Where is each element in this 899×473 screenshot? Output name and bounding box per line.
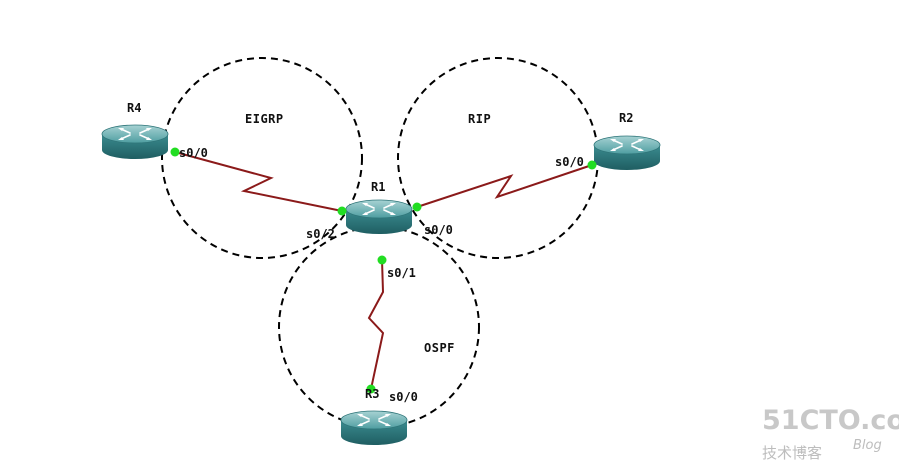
r3-s00-interface-dot[interactable] (366, 384, 376, 394)
router-r1-icon[interactable] (345, 199, 413, 235)
router-r2-icon[interactable] (593, 135, 661, 171)
r1-s01-interface-dot[interactable] (377, 255, 387, 265)
link-r1-r3[interactable] (367, 259, 385, 390)
r1-s01-label: s0/1 (387, 266, 416, 280)
eigrp-area-boundary (161, 57, 363, 259)
router-r2-label: R2 (619, 111, 633, 125)
r1-s02-label: s0/2 (306, 227, 335, 241)
link-r1-r2[interactable] (416, 164, 593, 208)
watermark-blog: Blog (853, 438, 882, 453)
eigrp-area-label: EIGRP (245, 112, 284, 126)
router-r3-label: R3 (365, 387, 379, 401)
r1-s00-interface-dot[interactable] (412, 202, 422, 212)
r4-s00-label: s0/0 (179, 146, 208, 160)
router-r3-icon[interactable] (340, 410, 408, 446)
link-r4-r1[interactable] (174, 151, 343, 212)
watermark-site: 51CTO.com (762, 405, 899, 436)
router-r1-label: R1 (371, 180, 385, 194)
ospf-area-label: OSPF (424, 341, 455, 355)
watermark-subtitle: 技术博客 (762, 444, 822, 462)
r3-s00-label: s0/0 (389, 390, 418, 404)
r1-s02-interface-dot[interactable] (337, 206, 347, 216)
r2-s00-label: s0/0 (555, 155, 584, 169)
rip-area-label: RIP (468, 112, 491, 126)
r1-s00-label: s0/0 (424, 223, 453, 237)
router-r4-icon[interactable] (101, 124, 169, 160)
r2-s00-interface-dot[interactable] (587, 160, 597, 170)
router-r4-label: R4 (127, 101, 141, 115)
r4-s00-interface-dot[interactable] (170, 147, 180, 157)
